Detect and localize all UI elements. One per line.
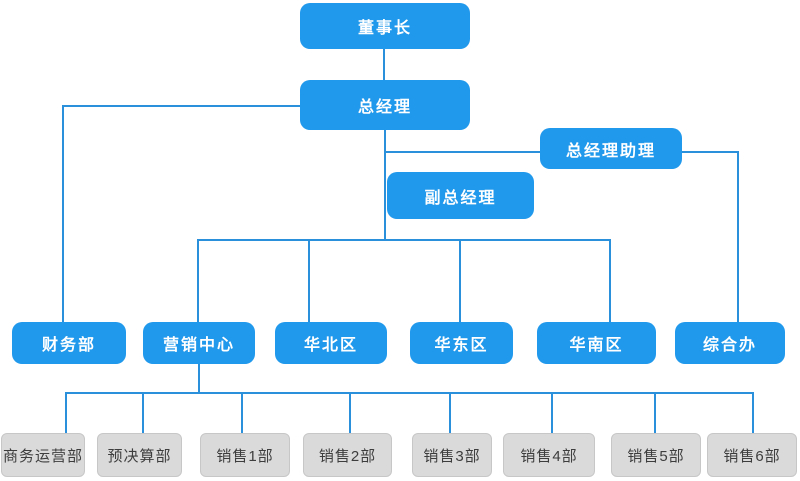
node-general-manager[interactable]: 总经理 bbox=[300, 80, 470, 130]
connector-sales-2-drop bbox=[349, 392, 351, 433]
connector-marketing-stem bbox=[198, 364, 200, 393]
connector-general-office-drop bbox=[737, 151, 739, 322]
node-sales-3[interactable]: 销售3部 bbox=[412, 433, 492, 477]
node-sales-5[interactable]: 销售5部 bbox=[611, 433, 701, 477]
connector-sales-1-drop bbox=[241, 392, 243, 433]
connector-business-operations-drop bbox=[65, 392, 67, 433]
node-chairman[interactable]: 董事长 bbox=[300, 3, 470, 49]
node-east-china[interactable]: 华东区 bbox=[410, 322, 513, 364]
connector-assistant-right bbox=[682, 151, 739, 153]
connector-assistant-left bbox=[384, 151, 540, 153]
connector-bottom-bus bbox=[65, 392, 754, 394]
connector-budget-drop bbox=[142, 392, 144, 433]
connector-sales-5-drop bbox=[654, 392, 656, 433]
node-sales-2[interactable]: 销售2部 bbox=[303, 433, 392, 477]
node-budget-dept[interactable]: 预决算部 bbox=[97, 433, 182, 477]
connector-sales-6-drop bbox=[752, 392, 754, 433]
node-business-operations[interactable]: 商务运营部 bbox=[1, 433, 85, 477]
node-south-china[interactable]: 华南区 bbox=[537, 322, 656, 364]
connector-sales-4-drop bbox=[551, 392, 553, 433]
connector-east-china-drop bbox=[459, 239, 461, 322]
node-gm-assistant[interactable]: 总经理助理 bbox=[540, 128, 682, 169]
connector-chairman-gm bbox=[383, 49, 385, 81]
connector-gm-left-branch bbox=[62, 105, 300, 107]
connector-mid-bus bbox=[197, 239, 611, 241]
node-sales-6[interactable]: 销售6部 bbox=[707, 433, 797, 477]
connector-marketing-drop bbox=[197, 239, 199, 322]
node-finance[interactable]: 财务部 bbox=[12, 322, 126, 364]
node-sales-4[interactable]: 销售4部 bbox=[503, 433, 595, 477]
connector-gm-trunk bbox=[384, 130, 386, 240]
node-north-china[interactable]: 华北区 bbox=[275, 322, 387, 364]
node-sales-1[interactable]: 销售1部 bbox=[200, 433, 290, 477]
node-deputy-gm[interactable]: 副总经理 bbox=[387, 172, 534, 219]
connector-north-china-drop bbox=[308, 239, 310, 322]
connector-finance-drop bbox=[62, 105, 64, 322]
connector-south-china-drop bbox=[609, 239, 611, 322]
node-general-office[interactable]: 综合办 bbox=[675, 322, 785, 364]
connector-sales-3-drop bbox=[449, 392, 451, 433]
node-marketing-center[interactable]: 营销中心 bbox=[143, 322, 255, 364]
